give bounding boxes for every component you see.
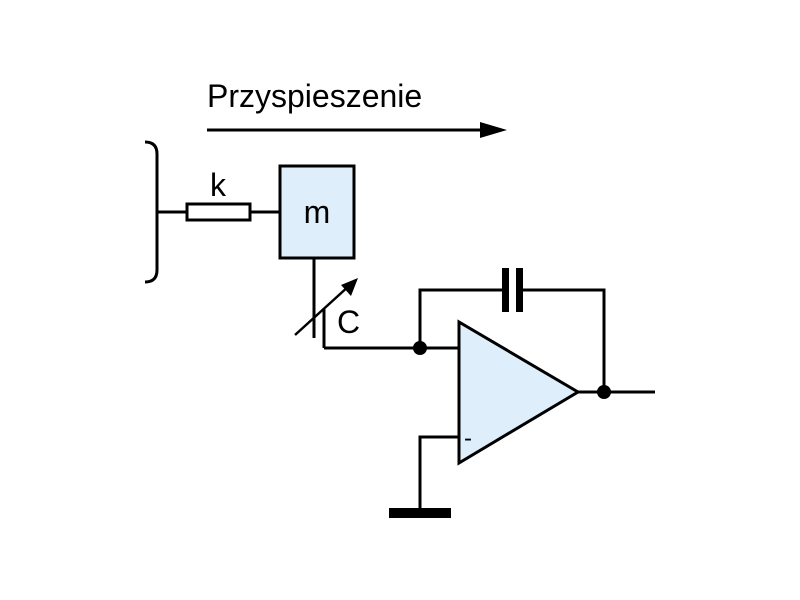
op-amp-triangle	[457, 319, 581, 466]
spring-label: k	[210, 167, 227, 203]
ground-wire	[418, 435, 459, 512]
mass-block	[278, 164, 356, 260]
ground-symbol	[389, 508, 451, 518]
mass-label: m	[304, 194, 331, 230]
capacitor-label: C	[337, 304, 360, 340]
acceleration-label: Przyspieszenie	[207, 78, 422, 114]
spring-element	[157, 202, 280, 222]
minus-sign: -	[464, 425, 472, 452]
housing-bracket	[144, 140, 159, 284]
acceleration-arrow	[207, 122, 507, 138]
feedback-wire	[418, 288, 606, 392]
feedback-capacitor	[502, 268, 523, 312]
variable-capacitor	[294, 258, 358, 348]
output-junction-node	[597, 385, 611, 399]
input-junction-node	[413, 341, 427, 355]
